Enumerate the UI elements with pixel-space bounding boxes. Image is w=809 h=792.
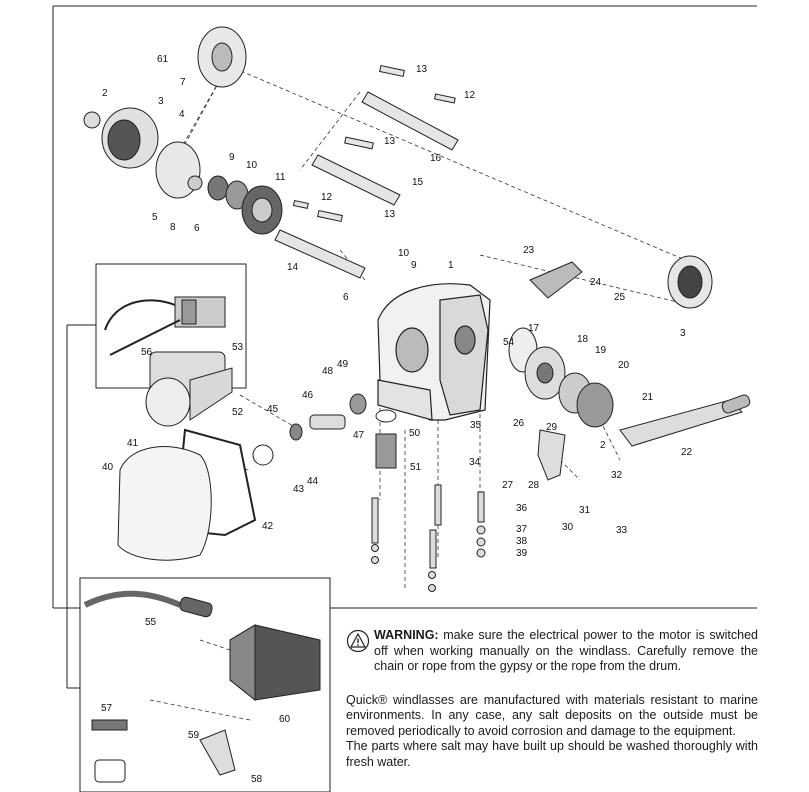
part-callout-40: 40	[102, 462, 114, 473]
part-callout-28: 28	[528, 480, 540, 491]
part-callout-22: 22	[681, 447, 693, 458]
part-callout-27: 27	[502, 480, 514, 491]
shafts	[274, 64, 459, 279]
part-callout-53: 53	[232, 342, 244, 353]
part-callout-2: 2	[600, 440, 606, 451]
part-callout-51: 51	[410, 462, 422, 473]
part-callout-33: 33	[616, 525, 628, 536]
part-callout-50: 50	[409, 428, 421, 439]
part-callout-16: 16	[430, 153, 442, 164]
part-callout-60: 60	[279, 714, 291, 725]
part-callout-10: 10	[246, 160, 258, 171]
part-callout-43: 43	[293, 484, 305, 495]
part-callout-34: 34	[469, 457, 481, 468]
warning-title: WARNING:	[374, 628, 439, 642]
part-callout-45: 45	[267, 404, 279, 415]
cover-parts	[117, 428, 257, 561]
part-callout-58: 58	[251, 774, 263, 785]
maintenance-paragraph-2: The parts where salt may have built up s…	[346, 739, 758, 769]
part-callout-24: 24	[590, 277, 602, 288]
part-callout-30: 30	[562, 522, 574, 533]
part-callout-37: 37	[516, 524, 528, 535]
part-callout-61: 61	[157, 54, 169, 65]
part-callout-13: 13	[384, 209, 396, 220]
main-housing	[377, 283, 491, 421]
part-callout-48: 48	[322, 366, 334, 377]
part-callout-38: 38	[516, 536, 528, 547]
solenoid-parts	[83, 590, 321, 783]
part-callout-3: 3	[158, 96, 164, 107]
part-callout-18: 18	[577, 334, 589, 345]
part-callout-29: 29	[546, 422, 558, 433]
part-callout-11: 11	[275, 172, 286, 183]
part-callout-3: 3	[680, 328, 686, 339]
upper-left-parts	[83, 26, 283, 235]
part-callout-47: 47	[353, 430, 365, 441]
part-callout-2: 2	[102, 88, 108, 99]
part-callout-1: 1	[448, 260, 454, 271]
part-callout-12: 12	[464, 90, 476, 101]
part-callout-9: 9	[229, 152, 235, 163]
motor-parts	[104, 296, 233, 427]
warning-body: make sure the electrical power to the mo…	[374, 628, 758, 673]
warning-triangle-icon	[346, 630, 370, 652]
part-callout-7: 7	[180, 77, 186, 88]
part-callout-20: 20	[618, 360, 630, 371]
part-callout-55: 55	[145, 617, 157, 628]
part-callout-31: 31	[579, 505, 591, 516]
part-callout-6: 6	[194, 223, 200, 234]
part-callout-46: 46	[302, 390, 314, 401]
gypsy-and-lever-parts	[508, 255, 751, 481]
part-callout-6: 6	[343, 292, 349, 303]
part-callout-13: 13	[416, 64, 428, 75]
part-callout-44: 44	[307, 476, 319, 487]
part-callout-12: 12	[321, 192, 333, 203]
warning-block: WARNING: make sure the electrical power …	[346, 628, 758, 675]
part-callout-13: 13	[384, 136, 396, 147]
part-callout-26: 26	[513, 418, 525, 429]
part-callout-21: 21	[642, 392, 654, 403]
warning-text: WARNING: make sure the electrical power …	[374, 628, 758, 675]
part-callout-8: 8	[170, 222, 176, 233]
part-callout-35: 35	[470, 420, 482, 431]
part-callout-54: 54	[503, 337, 515, 348]
part-callout-19: 19	[595, 345, 607, 356]
frame-lines	[52, 5, 757, 689]
part-callout-9: 9	[411, 260, 417, 271]
part-callout-57: 57	[101, 703, 113, 714]
part-callout-39: 39	[516, 548, 528, 559]
part-callout-59: 59	[188, 730, 200, 741]
part-callout-36: 36	[516, 503, 528, 514]
part-callout-17: 17	[528, 323, 540, 334]
part-callout-52: 52	[232, 407, 244, 418]
part-callout-14: 14	[287, 262, 299, 273]
part-callout-15: 15	[412, 177, 424, 188]
part-callout-32: 32	[611, 470, 623, 481]
maintenance-text-panel: WARNING: make sure the electrical power …	[346, 628, 758, 770]
part-callout-23: 23	[523, 245, 535, 256]
part-callout-4: 4	[179, 109, 185, 120]
part-callout-10: 10	[398, 248, 410, 259]
part-callout-41: 41	[127, 438, 139, 449]
part-callout-25: 25	[614, 292, 626, 303]
maintenance-paragraph-1: Quick® windlasses are manufactured with …	[346, 692, 758, 738]
part-callout-42: 42	[262, 521, 274, 532]
part-callout-5: 5	[152, 212, 158, 223]
part-callout-49: 49	[337, 359, 349, 370]
middle-small-parts	[252, 393, 486, 592]
part-callout-56: 56	[141, 347, 153, 358]
